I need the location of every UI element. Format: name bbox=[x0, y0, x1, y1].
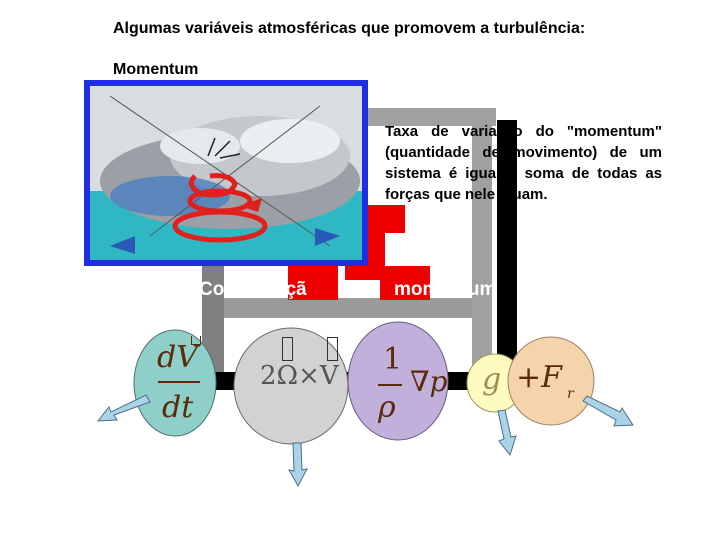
equation-dv: dV bbox=[157, 340, 198, 375]
description-text: Taxa de variação do "momentum" (quantida… bbox=[385, 121, 662, 205]
equation-plus-f: +F bbox=[516, 360, 562, 395]
storm-illustration bbox=[90, 86, 362, 260]
equation-grad-p: ∇p bbox=[410, 365, 447, 398]
equation-subscript-r: r bbox=[567, 386, 574, 402]
overlay-label-momentum: momentum bbox=[394, 279, 496, 301]
missing-glyph-box bbox=[327, 337, 338, 361]
satellite-image bbox=[84, 80, 368, 266]
missing-glyph-box bbox=[282, 337, 293, 361]
slide-heading: Algumas variáveis atmosféricas que promo… bbox=[113, 20, 585, 38]
vector-marker-icon bbox=[191, 336, 201, 345]
arrow-coriolis bbox=[289, 443, 307, 486]
fraction-bar bbox=[158, 381, 200, 383]
equation-one: 1 bbox=[383, 342, 402, 377]
fraction-bar bbox=[378, 384, 402, 386]
arrow-friction bbox=[583, 396, 633, 426]
equation-rho: ρ bbox=[378, 390, 396, 425]
overlay-label-conservation: Conservaçã bbox=[199, 279, 307, 301]
equation-coriolis: 2Ω×V bbox=[260, 361, 339, 391]
equation-dt: dt bbox=[162, 390, 193, 425]
equation-g: g bbox=[482, 362, 501, 397]
section-title: Momentum bbox=[113, 61, 198, 79]
arrow-gravity bbox=[498, 410, 516, 455]
